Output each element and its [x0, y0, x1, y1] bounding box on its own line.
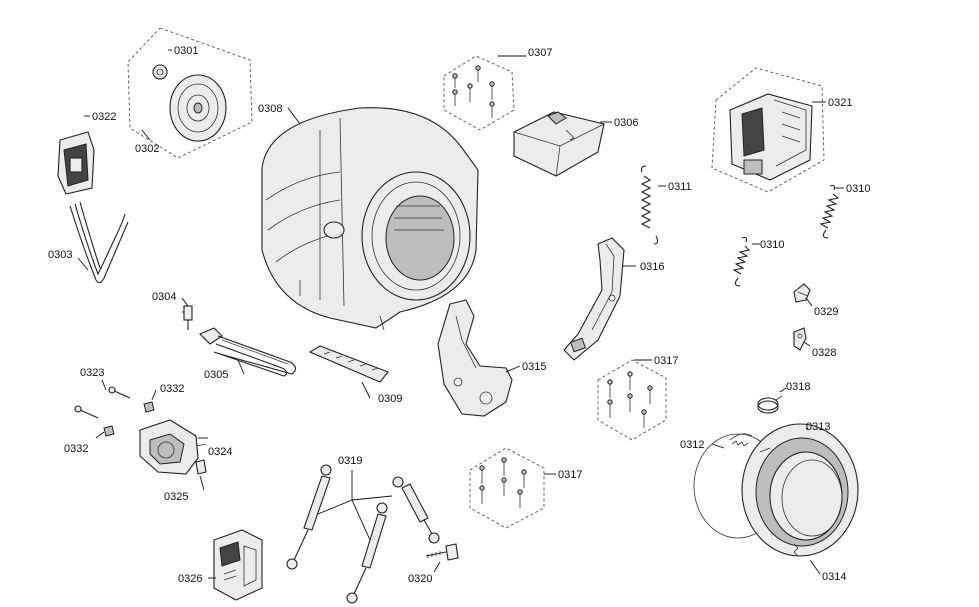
leader-0328 — [803, 341, 811, 347]
leader-0303 — [77, 257, 89, 271]
label-0316: 0316 — [640, 261, 664, 273]
clip-0329 — [793, 283, 811, 303]
clip-0328 — [793, 327, 807, 351]
leader-0318 — [779, 387, 787, 393]
leader-0315 — [505, 365, 521, 373]
leader-0323 — [101, 379, 107, 391]
leader-0308 — [287, 107, 301, 125]
leader-0314 — [809, 559, 821, 575]
label-0332-upper: 0332 — [160, 383, 184, 395]
control-module — [711, 67, 825, 193]
pulley-group — [127, 27, 253, 159]
label-0328: 0328 — [812, 347, 836, 359]
hose-clamp — [757, 395, 783, 414]
leader-0304 — [181, 297, 189, 307]
label-0311: 0311 — [668, 181, 692, 193]
label-0317-lower: 0317 — [558, 469, 582, 481]
seal-clamp-0314 — [781, 459, 843, 537]
outer-tub — [261, 107, 479, 331]
label-0325: 0325 — [164, 491, 188, 503]
leader-0325 — [199, 475, 205, 491]
label-0318: 0318 — [786, 381, 810, 393]
drum-pulley — [169, 74, 227, 142]
label-0303: 0303 — [48, 249, 72, 261]
shock-absorber-middle — [346, 502, 388, 604]
leader-0332-lower — [95, 431, 105, 439]
label-0301: 0301 — [174, 45, 198, 57]
label-0310-upper: 0310 — [846, 183, 870, 195]
label-0313: 0313 — [806, 421, 830, 433]
door-seal-assembly — [693, 423, 859, 557]
tub-bracket-left — [437, 299, 513, 417]
leader-0319-a — [317, 499, 353, 515]
screw-set-middle — [597, 359, 667, 441]
shock-absorber-left — [286, 464, 332, 570]
label-0315: 0315 — [522, 361, 546, 373]
pump-clip — [195, 459, 207, 475]
leader-0305 — [237, 359, 245, 375]
label-0310-lower: 0310 — [760, 239, 784, 251]
label-0307: 0307 — [528, 47, 552, 59]
drum-paddle — [308, 345, 389, 383]
leader-0329 — [805, 297, 813, 307]
electronic-module — [213, 529, 263, 601]
tub-spring-left — [640, 165, 659, 245]
pulley-nut — [152, 64, 168, 80]
label-0321: 0321 — [828, 97, 852, 109]
leader-0312 — [711, 443, 725, 449]
label-0302: 0302 — [135, 143, 159, 155]
label-0322: 0322 — [92, 111, 116, 123]
shock-bolt — [425, 543, 459, 561]
label-0320: 0320 — [408, 573, 432, 585]
label-0329: 0329 — [814, 306, 838, 318]
label-0309: 0309 — [378, 393, 402, 405]
label-0308: 0308 — [258, 103, 282, 115]
heating-element — [199, 327, 297, 377]
leader-0313 — [805, 427, 809, 431]
label-0306: 0306 — [614, 117, 638, 129]
pressure-switch — [57, 131, 95, 195]
shock-absorber-right — [392, 476, 440, 544]
label-0319: 0319 — [338, 455, 362, 467]
label-0317-upper: 0317 — [654, 355, 678, 367]
tub-spring-upper — [819, 184, 840, 239]
tub-weight — [513, 111, 605, 177]
leader-0332-upper — [151, 389, 157, 401]
leader-0319-b — [351, 495, 393, 501]
label-0332-lower: 0332 — [64, 443, 88, 455]
drive-belt — [69, 201, 129, 284]
screw-set-top — [443, 55, 515, 131]
drain-pump-screws — [74, 386, 155, 437]
label-0304: 0304 — [152, 291, 176, 303]
leader-0320 — [433, 561, 441, 573]
tub-bracket-right — [563, 237, 625, 361]
leader-0309 — [361, 381, 371, 399]
shock-absorbers — [286, 464, 440, 604]
label-0314: 0314 — [822, 571, 846, 583]
label-0326: 0326 — [178, 573, 202, 585]
label-0312: 0312 — [680, 439, 704, 451]
label-0324: 0324 — [208, 446, 232, 458]
tub-spring-lower — [732, 236, 751, 287]
leader-0319-c — [351, 499, 371, 541]
label-0323: 0323 — [80, 367, 104, 379]
temperature-sensor — [182, 305, 193, 330]
drain-pump — [139, 419, 207, 475]
leader-0302 — [141, 129, 151, 141]
label-0305: 0305 — [204, 369, 228, 381]
screw-set-bottom — [469, 447, 545, 529]
